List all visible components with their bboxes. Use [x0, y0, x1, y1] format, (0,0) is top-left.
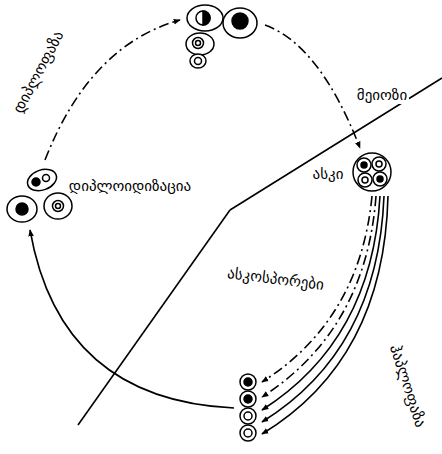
ascospore [240, 391, 256, 407]
cell-nucleus [362, 177, 368, 183]
yeast-cell [7, 196, 37, 222]
cell-nucleus [16, 203, 28, 215]
cycle-arrow [262, 196, 388, 434]
yeast-cell [186, 33, 214, 55]
ascospore [240, 374, 256, 390]
cell-nucleus [196, 41, 201, 46]
cell-nucleus [377, 176, 383, 182]
ascus [353, 153, 391, 191]
yeast-cell [44, 193, 72, 219]
yeast-cell [190, 54, 206, 68]
cell-nucleus [43, 175, 50, 182]
ascospore [358, 173, 372, 187]
cycle-arrow [45, 20, 180, 160]
cell-nucleus [53, 201, 64, 212]
cell-nucleus [196, 11, 210, 25]
phase-label: დიპლოფაზა [8, 26, 68, 118]
ascospore [240, 425, 256, 441]
yeast-cell [187, 5, 223, 31]
ascospore [372, 157, 386, 171]
cell-nucleus [244, 395, 252, 403]
cell-nucleus [56, 204, 61, 209]
phase-label: მეიოზი [355, 86, 409, 104]
cell-nucleus [244, 412, 252, 420]
cell-nucleus [361, 162, 367, 168]
phase-label: ასკი [311, 165, 346, 183]
ascospore [373, 172, 387, 186]
ascospore [357, 158, 371, 172]
cell-nucleus [32, 178, 40, 186]
cell-nucleus [376, 161, 382, 167]
phase-label: დიპლოიდიზაცია [67, 177, 193, 195]
cell-nucleus [195, 58, 202, 65]
cycle-arrow [265, 25, 360, 148]
cell-nucleus [232, 13, 248, 29]
cycle-arrow [30, 230, 234, 408]
cell-nucleus [203, 11, 210, 25]
yeast-cell [24, 165, 59, 194]
phase-label: ჰაპლოფაზა [386, 341, 431, 432]
cell-nucleus [193, 38, 204, 49]
phase-label: ასკოსპორები [225, 264, 328, 294]
ascospore [240, 408, 256, 424]
phase-divider [230, 78, 442, 210]
cycle-arrow [262, 196, 384, 422]
yeast-cell [223, 8, 257, 38]
cell-nucleus [244, 429, 252, 437]
cell-nucleus [244, 378, 252, 386]
